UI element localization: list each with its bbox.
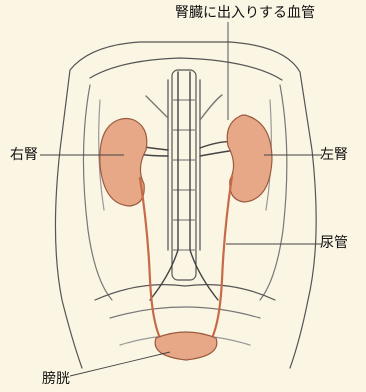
bladder	[155, 332, 217, 360]
label-bladder: 膀胱	[42, 372, 70, 386]
right-kidney	[100, 119, 147, 207]
aorta	[150, 72, 218, 300]
right-ureter	[140, 178, 160, 338]
label-left-kidney: 左腎	[320, 148, 348, 162]
spine	[172, 70, 196, 280]
left-ureter	[212, 176, 232, 338]
vena-cava	[168, 80, 200, 250]
label-renal-vessels: 腎臓に出入りする血管	[175, 6, 315, 20]
label-right-kidney: 右腎	[10, 148, 38, 162]
pointer-bladder	[70, 352, 170, 376]
left-kidney	[227, 115, 272, 202]
label-ureter: 尿管	[320, 236, 348, 250]
diaphragm-edge	[90, 58, 282, 80]
pelvic-rim	[95, 285, 275, 300]
abdominal-wall-outline	[55, 42, 316, 368]
